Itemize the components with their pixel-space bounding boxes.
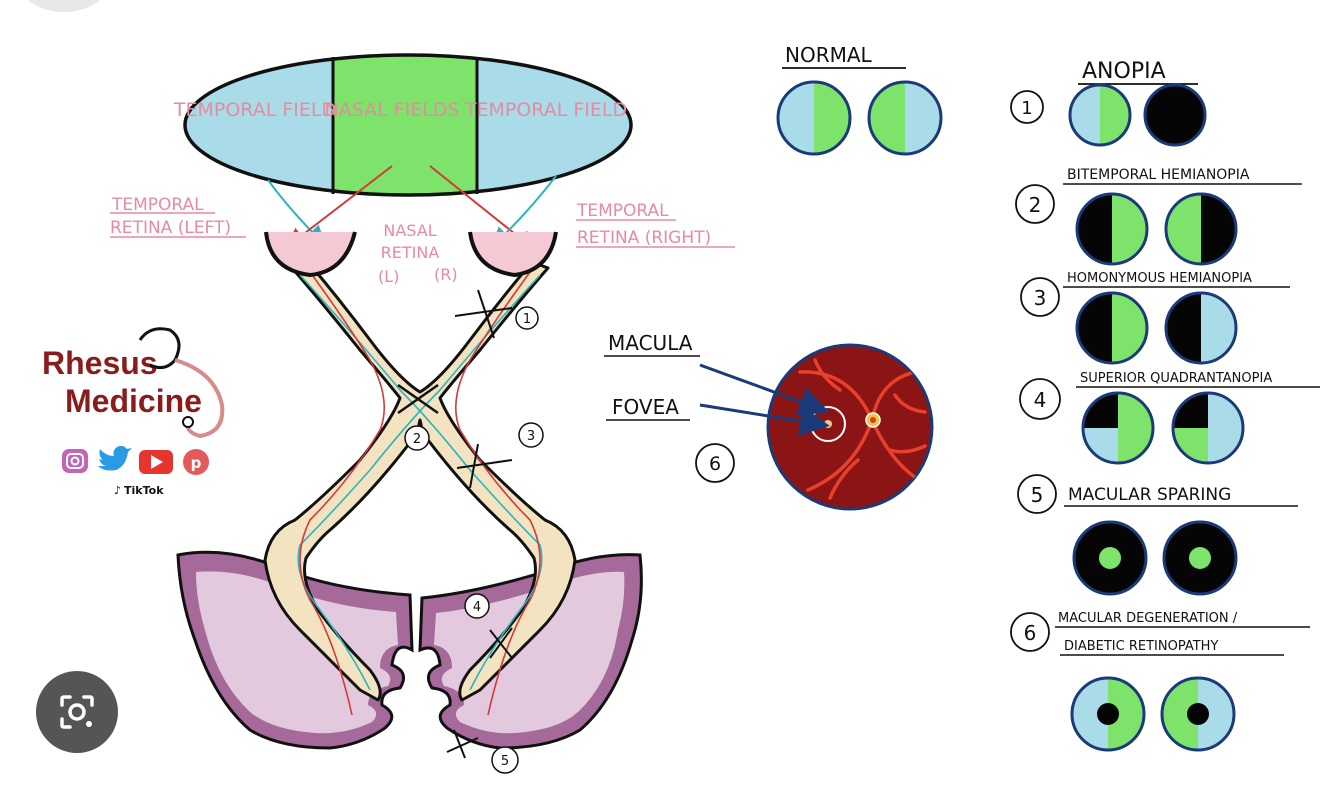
- rhesus-medicine-logo: Rhesus Medicine: [42, 329, 222, 436]
- visual-search-button[interactable]: [36, 671, 118, 753]
- defect-4: SUPERIOR QUADRANTANOPIA 4: [1020, 371, 1320, 463]
- retina-labels: TEMPORAL RETINA (LEFT) NASAL RETINA (L) …: [110, 195, 735, 286]
- temporal-retina-left-line1: TEMPORAL: [111, 195, 204, 215]
- defect-5-label: MACULAR SPARING: [1068, 485, 1231, 505]
- fundus-number: 6: [709, 453, 721, 475]
- temporal-field-left-label: TEMPORAL FIELD: [173, 99, 336, 121]
- pinterest-icon[interactable]: p: [183, 449, 209, 475]
- twitter-icon[interactable]: [98, 446, 132, 471]
- svg-text:p: p: [191, 454, 202, 472]
- normal-right-eye: [869, 82, 941, 154]
- svg-text:5: 5: [501, 754, 509, 769]
- defect-6-label-line2: DIABETIC RETINOPATHY: [1064, 639, 1218, 654]
- defect-4-number: 4: [1034, 388, 1047, 412]
- social-icons: p ♪ TikTok: [62, 446, 209, 497]
- instagram-icon[interactable]: [62, 449, 88, 473]
- lesion-number-3: 3: [519, 423, 543, 447]
- youtube-icon[interactable]: [139, 450, 173, 474]
- svg-text:3: 3: [527, 429, 535, 444]
- nasal-retina-l: (L): [378, 267, 399, 286]
- lesion-number-1: 1: [516, 307, 538, 329]
- defect-2: BITEMPORAL HEMIANOPIA 2: [1016, 167, 1302, 264]
- temporal-retina-left-line2: RETINA (LEFT): [110, 218, 231, 238]
- defect-6-number: 6: [1024, 621, 1037, 645]
- nasal-fields-label: NASAL FIELDS: [324, 99, 459, 121]
- defect-2-number: 2: [1029, 193, 1042, 217]
- fovea-label: FOVEA: [612, 395, 679, 419]
- defect-3-number: 3: [1034, 286, 1047, 310]
- anopia-header: ANOPIA: [1078, 59, 1198, 84]
- defect-4-label: SUPERIOR QUADRANTANOPIA: [1080, 371, 1272, 386]
- svg-text:4: 4: [473, 600, 481, 615]
- svg-text:TikTok: TikTok: [124, 484, 164, 497]
- lesion-number-5: 5: [492, 747, 518, 773]
- defect-5-number: 5: [1031, 483, 1044, 507]
- defect-6: 6 MACULAR DEGENERATION / DIABETIC RETINO…: [1011, 611, 1310, 750]
- logo-line1: Rhesus: [42, 345, 158, 381]
- svg-text:2: 2: [413, 432, 421, 447]
- normal-label: NORMAL: [785, 43, 873, 67]
- visual-field-oval: TEMPORAL FIELD NASAL FIELDS TEMPORAL FIE…: [173, 50, 636, 200]
- defect-3-label: HOMONYMOUS HEMIANOPIA: [1067, 271, 1252, 286]
- tiktok-icon: ♪: [114, 484, 121, 497]
- defect-3: HOMONYMOUS HEMIANOPIA 3: [1021, 271, 1290, 363]
- normal-fields: NORMAL: [778, 43, 941, 154]
- fundus-illustration: [768, 345, 932, 509]
- anopia-label: ANOPIA: [1082, 59, 1166, 84]
- defect-2-label: BITEMPORAL HEMIANOPIA: [1067, 167, 1250, 183]
- defect-1-number: 1: [1021, 98, 1032, 119]
- lesion-number-4: 4: [465, 594, 489, 618]
- defect-5: 5 MACULAR SPARING: [1018, 475, 1298, 594]
- nasal-retina-line2: RETINA: [381, 243, 440, 262]
- normal-left-eye: [778, 82, 850, 154]
- temporal-field-right-label: TEMPORAL FIELD: [464, 99, 627, 121]
- logo-line2: Medicine: [65, 383, 202, 419]
- defect-1: 1: [1011, 85, 1205, 145]
- temporal-retina-right-line1: TEMPORAL: [576, 201, 669, 221]
- lesion-number-2: 2: [405, 426, 429, 450]
- macula-label: MACULA: [608, 331, 693, 355]
- temporal-retina-right-line2: RETINA (RIGHT): [577, 228, 711, 248]
- svg-text:1: 1: [523, 312, 531, 327]
- defect-6-label-line1: MACULAR DEGENERATION /: [1058, 611, 1238, 626]
- tiktok-link[interactable]: ♪ TikTok: [114, 484, 164, 497]
- nasal-retina-line1: NASAL: [383, 221, 436, 240]
- visual-search-icon: [54, 689, 100, 735]
- nasal-retina-r: (R): [434, 265, 458, 284]
- occipital-cortex: [178, 552, 641, 748]
